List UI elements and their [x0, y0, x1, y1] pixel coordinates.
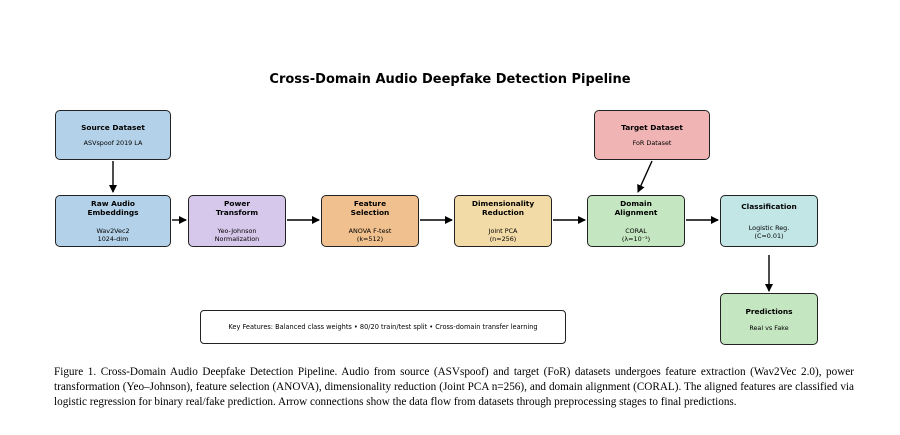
key-features-box: Key Features: Balanced class weights • 8… [200, 310, 566, 344]
power-transform-title: Power Transform [215, 199, 259, 217]
target-dataset-title: Target Dataset [621, 123, 683, 132]
feature-selection-box: Feature Selection ANOVA F-test (k=512) [321, 195, 419, 247]
feature-selection-title: Feature Selection [350, 199, 390, 217]
classification-title: Classification [741, 202, 797, 211]
diagram-title: Cross-Domain Audio Deepfake Detection Pi… [269, 72, 631, 87]
dimensionality-reduction-title: Dimensionality Reduction [471, 199, 535, 217]
power-transform-subtitle: Yeo-Johnson Normalization [214, 227, 260, 243]
source-dataset-box: Source Dataset ASVspoof 2019 LA [55, 110, 171, 160]
predictions-title: Predictions [745, 306, 793, 316]
raw-audio-embeddings-subtitle: Wav2Vec2 1024-dim [96, 227, 130, 243]
raw-audio-embeddings-title: Raw Audio Embeddings [87, 199, 139, 217]
dimensionality-reduction-subtitle: Joint PCA (n=256) [488, 227, 518, 243]
classification-subtitle: Logistic Reg. (C=0.01) [748, 224, 790, 240]
source-dataset-title: Source Dataset [81, 123, 145, 132]
source-dataset-subtitle: ASVspoof 2019 LA [83, 139, 143, 147]
domain-alignment-box: Domain Alignment CORAL (λ=10⁻³) [587, 195, 685, 247]
target-dataset-box: Target Dataset FoR Dataset [594, 110, 710, 160]
classification-box: Classification Logistic Reg. (C=0.01) [720, 195, 818, 247]
raw-audio-embeddings-box: Raw Audio Embeddings Wav2Vec2 1024-dim [55, 195, 171, 247]
predictions-box: Predictions Real vs Fake [720, 293, 818, 345]
target-dataset-subtitle: FoR Dataset [632, 139, 672, 147]
dimensionality-reduction-box: Dimensionality Reduction Joint PCA (n=25… [454, 195, 552, 247]
domain-alignment-title: Domain Alignment [614, 199, 658, 217]
figure-caption: Figure 1. Cross-Domain Audio Deepfake De… [54, 366, 854, 408]
predictions-subtitle: Real vs Fake [749, 323, 789, 332]
domain-alignment-subtitle: CORAL (λ=10⁻³) [621, 227, 651, 243]
power-transform-box: Power Transform Yeo-Johnson Normalizatio… [188, 195, 286, 247]
arrow-target-to-domain [637, 160, 653, 193]
feature-selection-subtitle: ANOVA F-test (k=512) [348, 227, 392, 243]
